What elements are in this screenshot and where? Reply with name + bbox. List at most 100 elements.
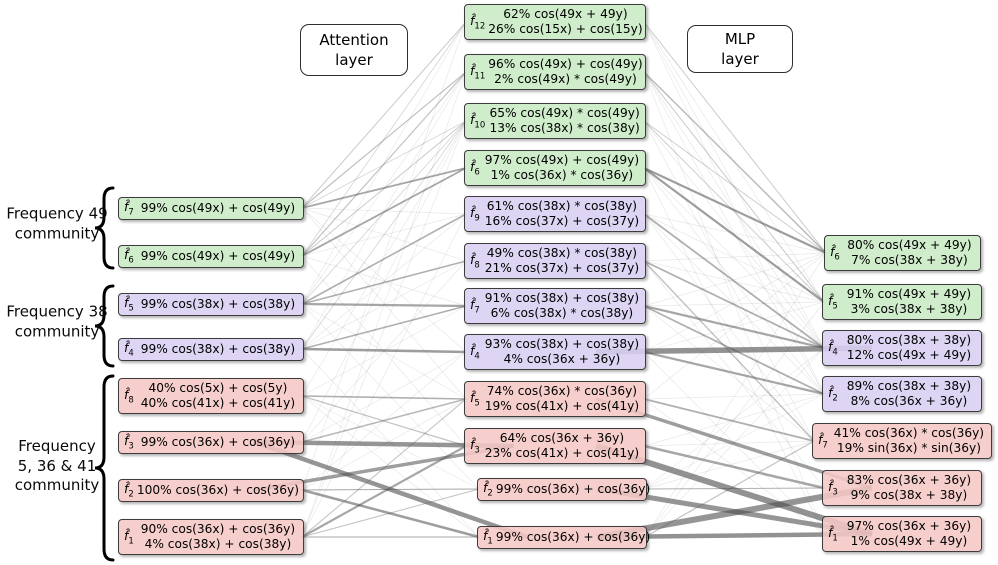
edge-L.f5-to-M.f8 [301,260,467,305]
edge-M.f12-to-R.f5 [643,21,825,303]
node-terms: 89% cos(38x + 38y)8% cos(36x + 36y) [841,379,977,408]
edge-L.f4-to-M.f10 [301,120,467,350]
edge-M.f6-to-R.f2 [643,167,825,395]
edge-L.f1-to-M.f3 [301,445,467,538]
edge-M.f10-to-R.f6 [643,120,827,254]
node-term-line: 99% cos(36x) + cos(36y) [495,481,651,496]
node-term-line: 100% cos(36x) + cos(36y) [136,482,299,497]
node-term-line: 80% cos(38x + 38y) [846,333,972,348]
community-label-line: 5, 36 & 41 [17,456,97,475]
node-term-line: 83% cos(36x + 36y) [846,473,972,488]
node-symbol: f̂3 [124,432,134,452]
edge-M.f8-to-R.f3 [643,260,825,489]
node-terms: 74% cos(36x) * cos(36y)19% cos(41x) + co… [483,384,641,413]
edge-L.f6-to-M.f12 [301,21,467,257]
community-label-line: Frequency [18,436,96,455]
edge-L.f3-to-M.f5 [301,398,467,443]
node-term-line: 61% cos(38x) * cos(38y) [486,199,638,214]
edge-M.f1-to-R.f6 [644,252,827,538]
edge-M.f11-to-R.f5 [643,71,825,303]
edge-L.f5-to-M.f9 [301,213,467,305]
node-terms: 40% cos(5x) + cos(5y)40% cos(41x) + cos(… [137,381,299,410]
node-term-line: 64% cos(36x + 36y) [499,431,625,446]
edge-M.f10-to-R.f7 [643,120,815,442]
edge-M.f8-to-R.f4 [643,260,825,349]
node-symbol: f̂9 [470,204,480,224]
edge-M.f4-to-R.f6 [643,252,827,353]
node-terms: 99% cos(36x) + cos(36y) [496,482,650,497]
node-symbol: f̂5 [470,389,480,409]
edge-M.f5-to-R.f2 [643,393,825,400]
node-symbol: f̂6 [830,243,840,263]
edge-L.f4-to-M.f11 [301,71,467,350]
node-symbol: f̂8 [470,251,480,271]
edge-M.f6-to-R.f5 [643,167,825,303]
node-term-line: 99% cos(38x) + cos(38y) [140,341,296,356]
node-term-line: 12% cos(49x + 49y) [846,348,972,362]
edge-M.f7-to-R.f5 [643,301,825,307]
node-term-line: 26% cos(15x) + cos(15y) [488,22,643,36]
node-term-line: 65% cos(49x) * cos(49y) [489,106,640,121]
node-symbol: f̂3 [828,478,838,498]
edge-M.f12-to-R.f2 [643,21,825,395]
node-symbol: f̂5 [124,294,134,314]
edge-L.f7-to-M.f11 [301,71,467,209]
edge-M.f8-to-R.f5 [643,260,825,303]
node-term-line: 99% cos(36x) + cos(36y) [495,529,651,544]
edge-M.f10-to-R.f5 [643,120,825,303]
node-terms: 99% cos(36x) + cos(36y) [496,530,650,545]
node-term-line: 96% cos(49x) + cos(49y) [488,57,643,72]
node-symbol: f̂2 [124,480,134,500]
node-terms: 99% cos(36x) + cos(36y) [137,435,299,450]
node-symbol: f̂7 [470,296,480,316]
node-terms: 99% cos(38x) + cos(38y) [137,297,299,312]
node-terms: 49% cos(38x) * cos(38y)21% cos(37x) + co… [483,246,641,275]
node-term-line: 21% cos(37x) + cos(37y) [484,261,640,275]
node-term-line: 80% cos(49x + 49y) [847,238,972,253]
node-term-line: 4% cos(36x + 36y) [503,352,621,366]
node-symbol: f̂8 [124,386,134,406]
community-label-line: community [14,224,100,242]
node-symbol: f̂2 [828,384,838,404]
edge-L.f6-to-M.f6 [301,167,467,257]
attention-layer-label-line: Attention [319,30,389,49]
node-symbol: f̂4 [470,342,480,362]
node-term-line: 19% cos(41x) + cos(41y) [484,399,640,413]
edge-M.f3-to-R.f3 [643,444,825,490]
node-term-line: 90% cos(36x) + cos(36y) [140,522,296,537]
edge-M.f9-to-R.f6 [643,213,827,254]
node-terms: 97% cos(36x + 36y)1% cos(49x + 49y) [841,519,977,548]
node-term-line: 8% cos(36x + 36y) [850,394,968,408]
node-symbol: f̂6 [124,246,134,266]
edge-M.f3-to-R.f2 [643,393,825,447]
edge-L.f2-to-M.f1 [301,488,480,539]
edge-L.f6-to-M.f11 [301,71,467,257]
node-terms: 99% cos(49x) + cos(49y) [137,249,299,264]
edge-M.f5-to-R.f6 [643,252,827,400]
node-symbol: f̂6 [470,158,480,178]
node-symbol: f̂1 [124,527,134,547]
edge-L.f3-to-M.f10 [301,120,467,443]
mlp-layer-label-line: layer [721,50,759,68]
community-brace-0 [94,186,115,270]
edge-L.f7-to-M.f8 [301,207,467,262]
edge-M.f7-to-R.f7 [643,305,815,442]
community-label-line: community [14,322,100,340]
edge-M.f2-to-R.f4 [644,347,825,490]
